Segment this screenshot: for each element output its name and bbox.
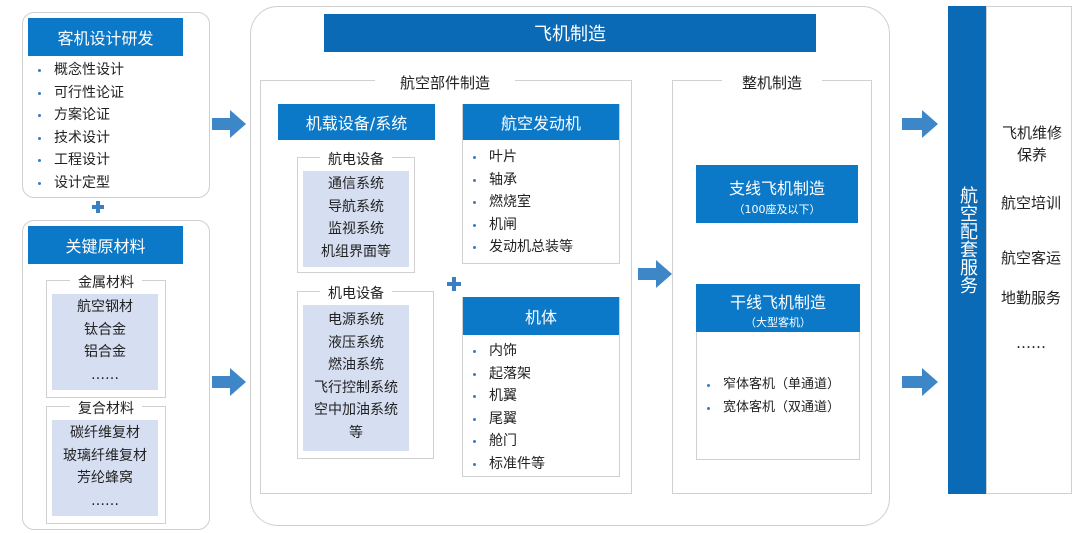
list-item: …… [91, 366, 119, 383]
service-item: 地勤服务 [1000, 289, 1061, 307]
avionics-label: 航电设备 [320, 149, 392, 168]
list-item: 标准件等 [463, 453, 619, 476]
list-item: 叶片 [463, 146, 619, 169]
design-steps-list: 概念性设计 可行性论证 方案论证 技术设计 工程设计 设计定型 [28, 59, 198, 194]
list-item: 轴承 [463, 169, 619, 192]
list-item: 概念性设计 [28, 59, 198, 82]
services-title: 航空配套服务 [957, 186, 978, 294]
list-item: 玻璃纤维复材 [63, 447, 147, 464]
list-item: 机组界面等 [321, 243, 391, 260]
services-panel [986, 6, 1072, 494]
list-item: 芳纶蜂窝 [77, 470, 133, 486]
right-arrow-icon [902, 110, 938, 138]
list-item: 技术设计 [28, 127, 198, 150]
trunk-subtitle: （大型客机） [745, 316, 811, 329]
composite-items-box: 碳纤维复材 玻璃纤维复材 芳纶蜂窝 …… [52, 420, 158, 516]
electromech-items-box: 电源系统 液压系统 燃油系统 飞行控制系统 空中加油系统 等 [303, 305, 409, 451]
regional-subtitle: （100座及以下） [733, 203, 821, 216]
list-item: 燃油系统 [328, 357, 384, 373]
list-item: 空中加油系统 [314, 402, 398, 418]
right-arrow-icon [638, 260, 672, 288]
list-item: 工程设计 [28, 149, 198, 172]
design-title: 客机设计研发 [28, 18, 183, 56]
right-arrow-icon [902, 368, 938, 396]
onboard-title: 机载设备/系统 [278, 104, 435, 140]
service-item: 飞机维修保养 [1001, 124, 1062, 164]
whole-title: 整机制造 [722, 72, 822, 92]
list-item: 可行性论证 [28, 82, 198, 105]
list-item: 机翼 [463, 385, 619, 408]
service-item: 航空培训 [1000, 194, 1061, 212]
list-item: 飞行控制系统 [314, 379, 398, 396]
list-item: 碳纤维复材 [70, 425, 140, 441]
list-item: 设计定型 [28, 172, 198, 195]
list-item: 窄体客机（单通道） [697, 374, 859, 397]
engine-list: 叶片 轴承 燃烧室 机闸 发动机总装等 [463, 146, 619, 259]
list-item: 发动机总装等 [463, 236, 619, 259]
parts-title: 航空部件制造 [375, 72, 515, 92]
manufacturing-title: 飞机制造 [324, 14, 816, 52]
composite-label: 复合材料 [70, 398, 142, 417]
list-item: 液压系统 [328, 334, 384, 351]
list-item: …… [91, 492, 119, 509]
right-arrow-icon [212, 110, 246, 138]
list-item: 方案论证 [28, 104, 198, 127]
materials-title: 关键原材料 [28, 226, 183, 264]
list-item: 等 [349, 424, 363, 441]
avionics-items-box: 通信系统 导航系统 监视系统 机组界面等 [303, 171, 409, 267]
service-item: 航空客运 [1000, 249, 1061, 267]
list-item: 起落架 [463, 363, 619, 386]
trunk-title: 干线飞机制造 [729, 293, 826, 312]
list-item: 铝合金 [84, 344, 126, 360]
list-item: 通信系统 [328, 176, 384, 192]
metal-items-box: 航空钢材 钛合金 铝合金 …… [52, 294, 158, 390]
list-item: 航空钢材 [77, 299, 133, 315]
service-item: …… [1016, 334, 1046, 352]
airframe-list: 内饰 起落架 机翼 尾翼 舱门 标准件等 [463, 340, 619, 475]
plus-icon-vertical [452, 277, 456, 291]
list-item: 尾翼 [463, 408, 619, 431]
regional-box: 支线飞机制造 （100座及以下） [696, 165, 858, 223]
list-item: 监视系统 [328, 221, 384, 237]
trunk-list: 窄体客机（单通道） 宽体客机（双通道） [697, 374, 859, 419]
list-item: 电源系统 [328, 312, 384, 328]
right-arrow-icon [212, 368, 246, 396]
list-item: 机闸 [463, 214, 619, 237]
engine-title: 航空发动机 [463, 104, 619, 140]
list-item: 导航系统 [328, 198, 384, 215]
services-title-bar [948, 6, 986, 494]
trunk-header: 干线飞机制造 （大型客机） [696, 284, 860, 332]
list-item: 钛合金 [84, 321, 126, 338]
list-item: 宽体客机（双通道） [697, 397, 859, 420]
list-item: 内饰 [463, 340, 619, 363]
regional-title: 支线飞机制造 [728, 179, 825, 198]
list-item: 舱门 [463, 430, 619, 453]
plus-icon-vertical [96, 201, 100, 213]
electromech-label: 机电设备 [320, 283, 392, 302]
metal-label: 金属材料 [70, 272, 142, 291]
list-item: 燃烧室 [463, 191, 619, 214]
airframe-title: 机体 [463, 297, 619, 335]
